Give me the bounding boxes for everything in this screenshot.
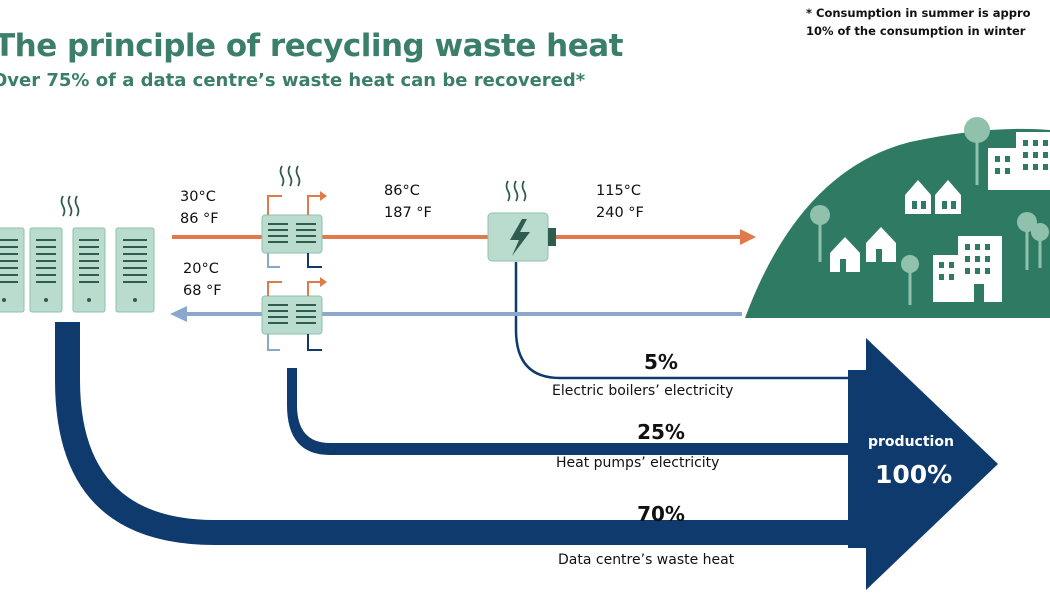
production-value: 100%: [875, 460, 953, 489]
return-temperature: 20°C 68 °F: [183, 258, 222, 302]
town-icon: [745, 117, 1050, 318]
footnote-line-2: 10% of the consumption in winter: [806, 24, 1026, 38]
waste-heat-flow-band: [55, 322, 870, 545]
boiler-electricity-line: [514, 262, 870, 380]
boiler-electricity-percent: 5%: [644, 350, 678, 374]
temperature-fahrenheit: 187 °F: [384, 205, 432, 221]
temperature-celsius: 30°C: [180, 189, 216, 205]
flow-bands: [55, 262, 998, 590]
temperature-celsius: 86°C: [384, 183, 420, 199]
production-arrow-head: [866, 338, 998, 590]
electric-boiler-icon: [487, 180, 556, 262]
cold-pipe-arrow: [170, 306, 187, 322]
temperature-celsius: 20°C: [183, 261, 219, 277]
page-subtitle: Over 75% of a data centre’s waste heat c…: [0, 70, 586, 91]
hot-pipe-arrow: [740, 229, 756, 245]
waste-heat-label: Data centre’s waste heat: [558, 552, 735, 568]
waste-heat-percent: 70%: [637, 502, 685, 526]
temperature-fahrenheit: 86 °F: [180, 211, 219, 227]
heat-pump-icon: [261, 277, 327, 351]
boiler-electricity-label: Electric boilers’ electricity: [552, 383, 734, 399]
server-rack-icon: [0, 227, 155, 313]
pipes: [170, 229, 756, 322]
temperature-fahrenheit: 68 °F: [183, 283, 222, 299]
supply-in-temperature: 30°C 86 °F: [180, 186, 219, 230]
heat-pump-icon: [261, 165, 327, 268]
temperature-celsius: 115°C: [596, 183, 642, 199]
after-pump-temperature: 86°C 187 °F: [384, 180, 432, 224]
production-label: production: [868, 434, 954, 450]
heat-waves-icon: [60, 195, 80, 217]
heat-pump-electricity-percent: 25%: [637, 420, 685, 444]
heat-pump-electricity-band: [287, 368, 870, 455]
footnote: * Consumption in summer is appro 10% of …: [806, 4, 1031, 40]
after-boiler-temperature: 115°C 240 °F: [596, 180, 644, 224]
heat-pump-electricity-label: Heat pumps’ electricity: [556, 455, 720, 471]
temperature-fahrenheit: 240 °F: [596, 205, 644, 221]
page-title: The principle of recycling waste heat: [0, 28, 623, 64]
footnote-line-1: * Consumption in summer is appro: [806, 6, 1031, 20]
